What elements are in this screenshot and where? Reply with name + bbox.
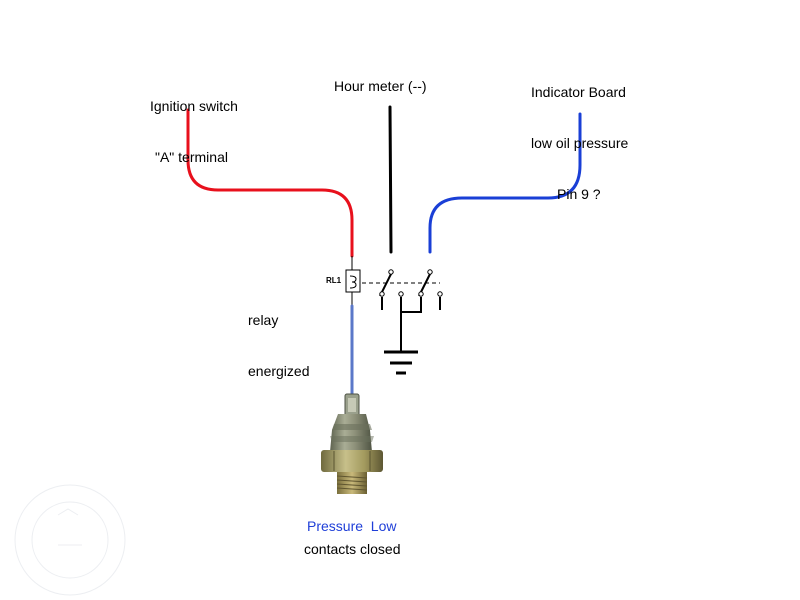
watermark-seal: [14, 484, 126, 596]
indicator-label-line3: Pin 9 ?: [557, 186, 601, 202]
hour-meter-wire: [388, 105, 393, 254]
indicator-label-line2: low oil pressure: [531, 135, 629, 151]
ignition-label-line1: Ignition switch: [150, 98, 238, 114]
relay-status-label: relay energized: [248, 278, 310, 397]
relay-status-line1: relay: [248, 312, 279, 328]
ignition-label-line2: "A" terminal: [155, 149, 228, 165]
oil-pressure-sender-icon: [321, 393, 383, 494]
relay-contacts: [379, 269, 443, 352]
relay-coil-icon: [345, 256, 361, 306]
pressure-low-label: Pressure Low: [307, 518, 397, 534]
indicator-wire: [428, 112, 582, 254]
relay-status-line2: energized: [248, 363, 310, 379]
indicator-label: Indicator Board low oil pressure Pin 9 ?: [531, 50, 628, 220]
contacts-closed-label: contacts closed: [304, 541, 401, 557]
indicator-label-line1: Indicator Board: [531, 84, 626, 100]
relay-id-label: RL1: [326, 276, 342, 285]
hour-meter-label: Hour meter (--): [334, 78, 427, 94]
ignition-wire: [186, 108, 354, 258]
ignition-label: Ignition switch "A" terminal: [150, 64, 238, 183]
ground-icon: [384, 350, 418, 375]
